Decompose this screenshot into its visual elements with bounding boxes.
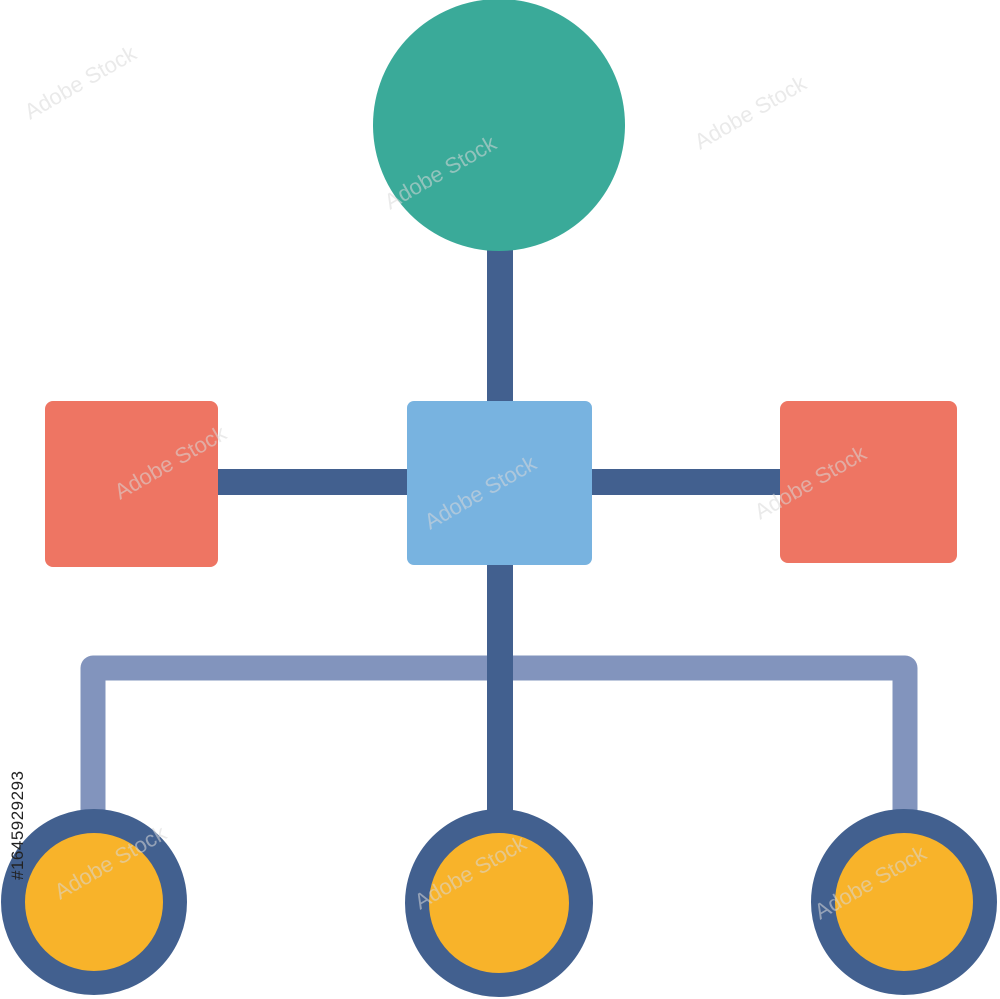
leaf-node-right: [811, 809, 997, 995]
leaf-node-left: [1, 809, 187, 995]
connectors: [80, 245, 918, 830]
stock-id-label: #1645929293: [8, 770, 27, 880]
leaf-node-center: [405, 809, 593, 997]
root-node: [373, 0, 625, 251]
edge-hub-right: [585, 469, 785, 495]
watermark-text: Adobe Stock: [20, 40, 141, 125]
edge-hub-leaf-center: [487, 560, 513, 822]
side-node-left: [45, 401, 218, 567]
hub-node: [407, 401, 592, 565]
edge-root-hub: [487, 245, 513, 410]
edge-hub-left: [210, 469, 415, 495]
side-node-right: [780, 401, 957, 563]
watermark-text: Adobe Stock: [690, 70, 811, 155]
